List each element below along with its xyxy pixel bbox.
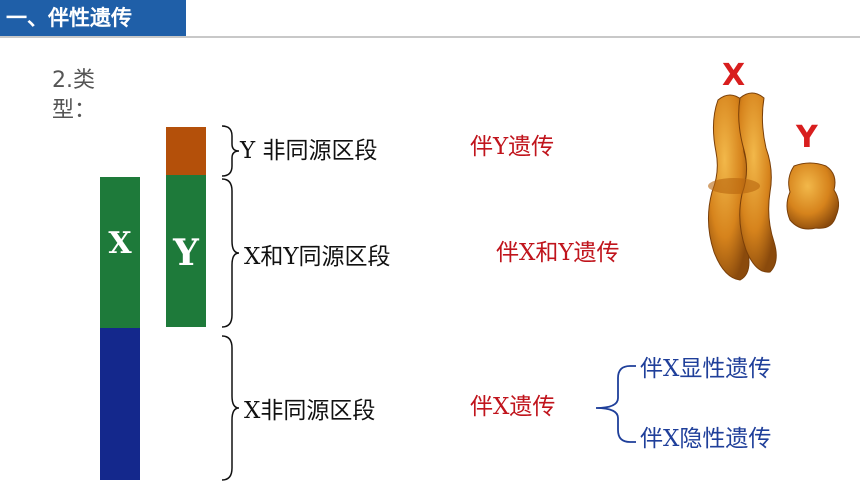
x-chromosome-homologous-segment <box>100 177 140 328</box>
header-bar <box>0 0 186 36</box>
x-chromosome-label: X <box>108 226 132 261</box>
inheritance-x-dominant: 伴X显性遗传 <box>640 356 772 382</box>
region-label-y-nonhomologous: Y 非同源区段 <box>240 138 378 164</box>
y-chromosome-homologous-segment <box>166 175 206 327</box>
section-label: 2.类型： <box>52 68 97 123</box>
y-chromosome-nonhomologous-segment <box>166 127 206 175</box>
inheritance-x-recessive: 伴X隐性遗传 <box>640 426 772 452</box>
inheritance-y-linked: 伴Y遗传 <box>470 134 555 160</box>
x-chromosome-nonhomologous-segment <box>100 328 140 480</box>
photo-x-label: X <box>722 58 746 93</box>
page-title: 一、伴性遗传 <box>6 6 132 30</box>
chromosome-photo <box>708 92 840 281</box>
brace-x-subtypes <box>595 365 636 443</box>
photo-y-label: Y <box>796 120 818 155</box>
y-chromosome-label: Y <box>173 232 199 274</box>
inheritance-xy-linked: 伴X和Y遗传 <box>496 240 620 266</box>
brace-x-region <box>221 335 240 481</box>
header-divider <box>0 36 860 38</box>
brace-xy-region <box>221 178 240 328</box>
region-label-x-nonhomologous: X非同源区段 <box>244 398 376 424</box>
inheritance-x-linked: 伴X遗传 <box>470 394 556 420</box>
brace-y-region <box>221 125 240 177</box>
region-label-xy-homologous: X和Y同源区段 <box>244 244 391 270</box>
